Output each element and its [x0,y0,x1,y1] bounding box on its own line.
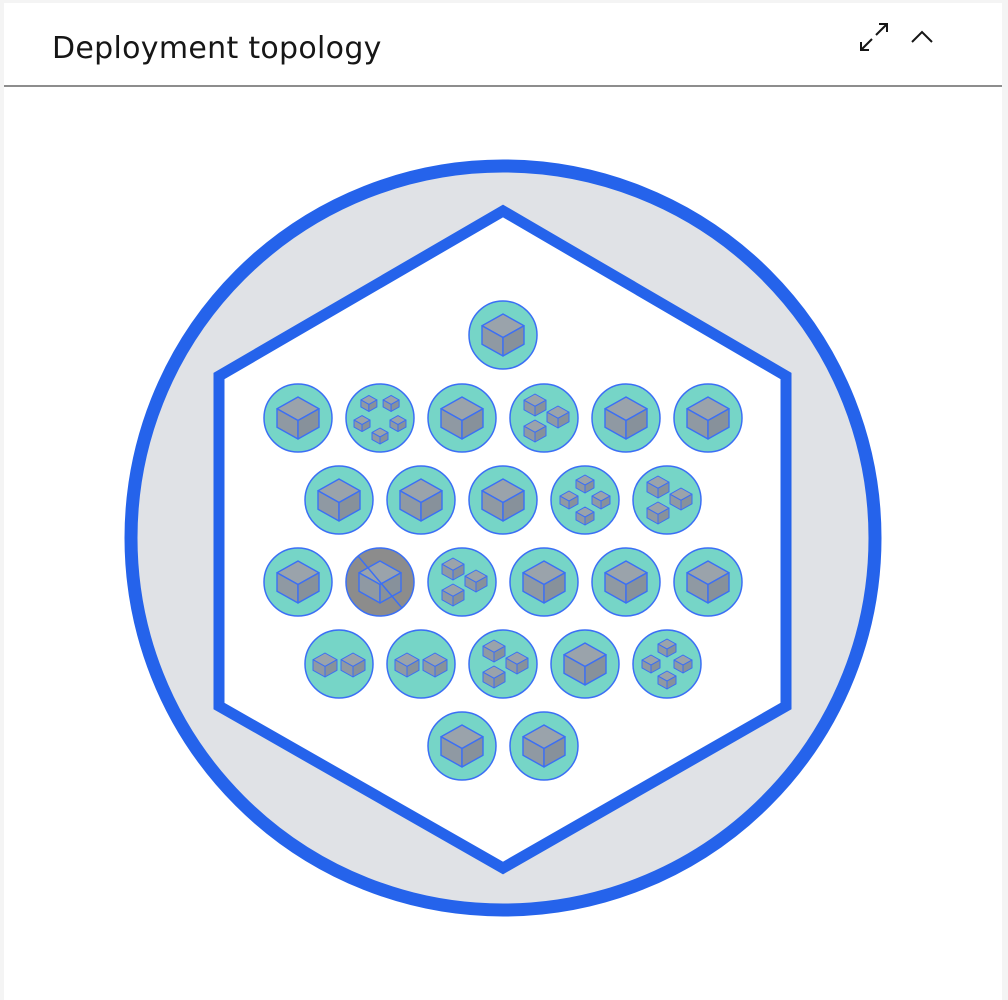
pod-node[interactable] [509,383,579,453]
pod-node[interactable] [468,300,538,370]
container-cube-icon [389,415,407,433]
container-cube-icon [358,560,402,604]
pod-node[interactable] [468,465,538,535]
container-cube-icon [604,396,648,440]
pod-node[interactable] [509,711,579,781]
container-cube-icon [559,490,579,510]
pod-node[interactable] [427,711,497,781]
collapse-button[interactable] [902,17,942,57]
container-cube-icon [340,652,366,678]
pod-node-selected[interactable] [345,547,415,617]
container-cube-icon [657,670,677,690]
container-cube-icon [312,652,338,678]
pod-node[interactable] [386,629,456,699]
pod-node[interactable] [591,383,661,453]
container-cube-icon [353,415,371,433]
pod-node[interactable] [386,465,456,535]
pod-node[interactable] [550,465,620,535]
container-cube-icon [657,638,677,658]
container-cube-icon [641,654,661,674]
container-cube-icon [360,394,378,412]
container-cube-icon [669,487,693,511]
container-cube-icon [523,419,547,443]
pod-node[interactable] [468,629,538,699]
container-cube-icon [481,478,525,522]
container-cube-icon [482,665,506,689]
chevron-up-icon [909,28,935,46]
container-cube-icon [505,651,529,675]
expand-button[interactable] [854,17,894,57]
container-cube-icon [522,560,566,604]
maximize-icon [857,20,891,54]
pod-node[interactable] [304,629,374,699]
container-cube-icon [604,560,648,604]
pod-node[interactable] [345,383,415,453]
container-cube-icon [646,475,670,499]
pod-node[interactable] [263,547,333,617]
pod-node[interactable] [263,383,333,453]
container-cube-icon [464,569,488,593]
container-cube-icon [481,313,525,357]
panel-title: Deployment topology [52,31,382,66]
container-cube-icon [591,490,611,510]
container-cube-icon [686,396,730,440]
cluster-hexagon [213,204,792,875]
container-cube-icon [575,506,595,526]
container-cube-icon [440,724,484,768]
container-cube-icon [482,639,506,663]
pod-node[interactable] [427,383,497,453]
pod-node[interactable] [509,547,579,617]
pod-node[interactable] [304,465,374,535]
container-cube-icon [546,405,570,429]
container-cube-icon [276,396,320,440]
pod-node[interactable] [591,547,661,617]
pod-node[interactable] [632,629,702,699]
container-cube-icon [441,557,465,581]
container-cube-icon [422,652,448,678]
container-cube-icon [382,394,400,412]
pod-node[interactable] [632,465,702,535]
panel-header: Deployment topology [4,3,1002,87]
container-cube-icon [523,393,547,417]
pod-node[interactable] [673,383,743,453]
container-cube-icon [522,724,566,768]
pod-node[interactable] [673,547,743,617]
pod-node[interactable] [550,629,620,699]
container-cube-icon [646,501,670,525]
container-cube-icon [686,560,730,604]
container-cube-icon [563,642,607,686]
container-cube-icon [575,474,595,494]
pod-node[interactable] [427,547,497,617]
container-cube-icon [441,583,465,607]
container-cube-icon [673,654,693,674]
container-cube-icon [440,396,484,440]
container-cube-icon [371,427,389,445]
container-cube-icon [317,478,361,522]
container-cube-icon [399,478,443,522]
container-cube-icon [394,652,420,678]
container-cube-icon [276,560,320,604]
